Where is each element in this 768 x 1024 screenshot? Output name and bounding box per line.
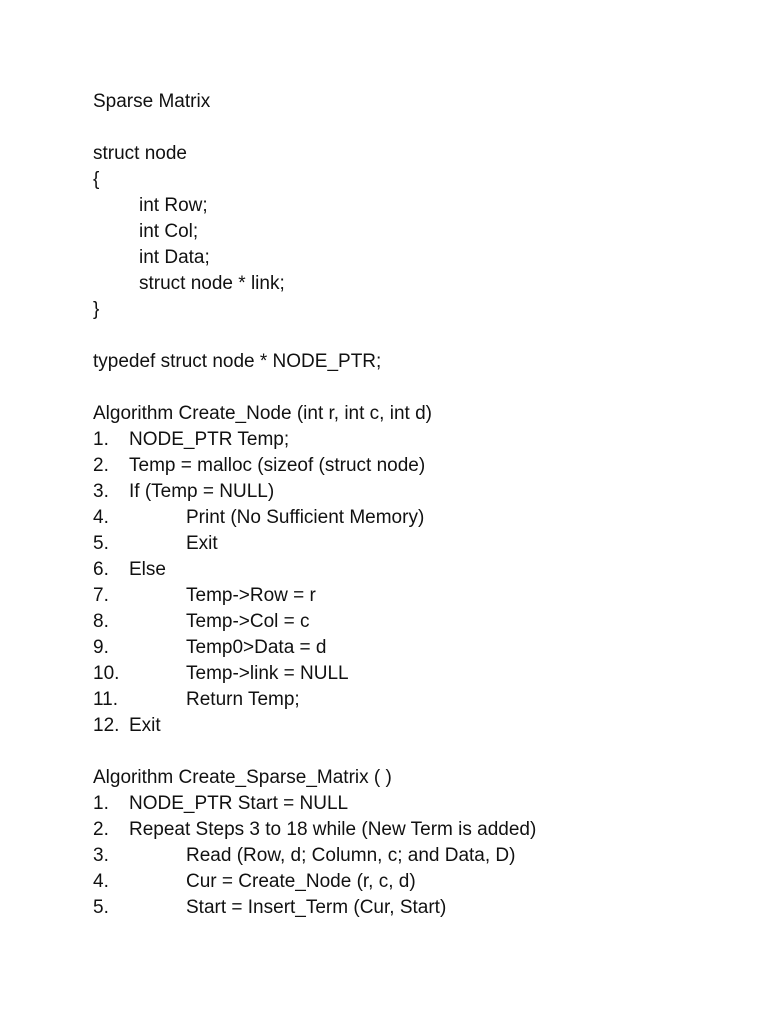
spacer <box>93 115 733 141</box>
step-number: 6. <box>93 559 109 580</box>
step-text: Print (No Sufficient Memory) <box>186 507 425 528</box>
spacer <box>93 739 733 765</box>
struct-brace-open: { <box>93 169 100 190</box>
step-text: Temp->link = NULL <box>186 663 349 684</box>
page-title: Sparse Matrix <box>93 91 211 112</box>
algo1-step: 8. Temp->Col = c <box>93 609 733 635</box>
step-text: NODE_PTR Temp; <box>129 429 290 450</box>
struct-field-col: int Col; <box>139 221 199 242</box>
step-text: Read (Row, d; Column, c; and Data, D) <box>186 845 516 866</box>
document-page: Sparse Matrix struct node { int Row; int… <box>93 89 733 921</box>
struct-field-link: struct node * link; <box>139 273 285 294</box>
algorithm-create-sparse-matrix-header: Algorithm Create_Sparse_Matrix ( ) <box>93 767 392 788</box>
algo1-step: 6. Else <box>93 557 733 583</box>
algo2-step: 3. Read (Row, d; Column, c; and Data, D) <box>93 843 733 869</box>
spacer <box>93 323 733 349</box>
algo1-step: 2. Temp = malloc (sizeof (struct node) <box>93 453 733 479</box>
algo1-step: 9. Temp0>Data = d <box>93 635 733 661</box>
step-number: 7. <box>93 585 109 606</box>
step-text: Start = Insert_Term (Cur, Start) <box>186 897 447 918</box>
step-number: 9. <box>93 637 109 658</box>
struct-brace-close: } <box>93 299 100 320</box>
algo1-step: 1. NODE_PTR Temp; <box>93 427 733 453</box>
algo1-step: 4. Print (No Sufficient Memory) <box>93 505 733 531</box>
step-text: Cur = Create_Node (r, c, d) <box>186 871 416 892</box>
step-number: 1. <box>93 429 109 450</box>
step-number: 12. <box>93 715 120 736</box>
step-text: If (Temp = NULL) <box>129 481 275 502</box>
algo1-step: 10. Temp->link = NULL <box>93 661 733 687</box>
algo1-step: 5. Exit <box>93 531 733 557</box>
step-text: NODE_PTR Start = NULL <box>129 793 349 814</box>
step-text: Exit <box>129 715 161 736</box>
struct-field-data: int Data; <box>139 247 210 268</box>
step-text: Temp = malloc (sizeof (struct node) <box>129 455 426 476</box>
typedef-line: typedef struct node * NODE_PTR; <box>93 351 382 372</box>
step-number: 1. <box>93 793 109 814</box>
step-text: Return Temp; <box>186 689 300 710</box>
step-number: 8. <box>93 611 109 632</box>
step-number: 4. <box>93 507 109 528</box>
algo2-step: 4. Cur = Create_Node (r, c, d) <box>93 869 733 895</box>
step-text: Else <box>129 559 166 580</box>
spacer <box>93 375 733 401</box>
algo1-step: 12. Exit <box>93 713 733 739</box>
step-number: 4. <box>93 871 109 892</box>
step-number: 3. <box>93 481 109 502</box>
step-number: 5. <box>93 533 109 554</box>
algo1-step: 11. Return Temp; <box>93 687 733 713</box>
struct-declaration: struct node <box>93 143 187 164</box>
step-number: 5. <box>93 897 109 918</box>
algo2-step: 2. Repeat Steps 3 to 18 while (New Term i… <box>93 817 733 843</box>
algorithm-create-node-header: Algorithm Create_Node (int r, int c, int… <box>93 403 432 424</box>
step-text: Temp0>Data = d <box>186 637 327 658</box>
step-number: 2. <box>93 455 109 476</box>
step-number: 3. <box>93 845 109 866</box>
algo2-step: 5. Start = Insert_Term (Cur, Start) <box>93 895 733 921</box>
step-text: Temp->Col = c <box>186 611 310 632</box>
algo2-step: 1. NODE_PTR Start = NULL <box>93 791 733 817</box>
step-text: Temp->Row = r <box>186 585 316 606</box>
step-number: 11. <box>93 689 119 710</box>
step-text: Repeat Steps 3 to 18 while (New Term is … <box>129 819 537 840</box>
step-number: 2. <box>93 819 109 840</box>
step-text: Exit <box>186 533 218 554</box>
step-number: 10. <box>93 663 120 684</box>
algo1-step: 3. If (Temp = NULL) <box>93 479 733 505</box>
algo1-step: 7. Temp->Row = r <box>93 583 733 609</box>
struct-field-row: int Row; <box>139 195 208 216</box>
